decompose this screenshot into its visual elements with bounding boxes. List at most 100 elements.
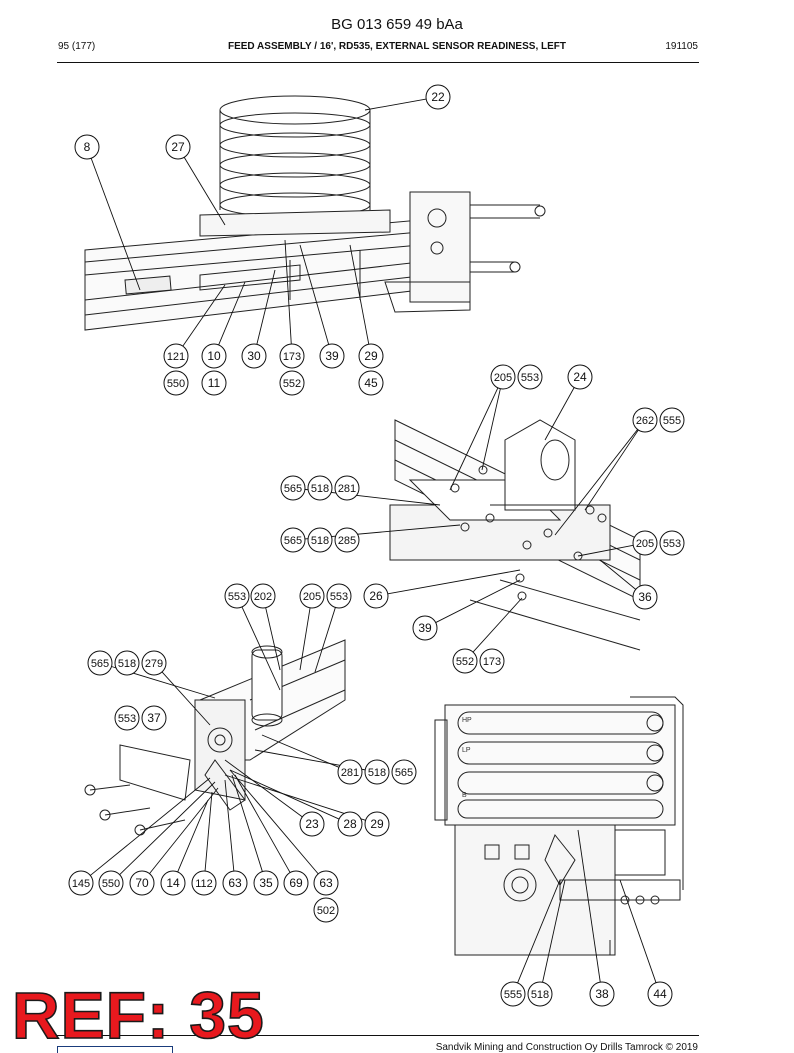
page-number: 95 (177) (58, 41, 96, 52)
callout-279: 279 (141, 650, 167, 676)
leader-line (577, 829, 601, 983)
hp-label: HP (462, 717, 472, 724)
callout-63: 63 (222, 870, 248, 896)
callout-44: 44 (647, 981, 673, 1007)
callout-circle (358, 343, 384, 369)
callout-number: 69 (289, 876, 303, 890)
callout-number: 10 (207, 349, 221, 363)
company-logo (57, 1046, 173, 1053)
callout-26: 26 (363, 583, 389, 609)
callout-number: 279 (145, 658, 163, 670)
callout-550: 550 (98, 870, 124, 896)
callout-37: 37 (141, 705, 167, 731)
leader-line (177, 799, 209, 873)
callout-circle (241, 343, 267, 369)
callout-27: 27 (165, 134, 191, 160)
callout-number: 553 (663, 538, 681, 550)
leader-line (224, 759, 303, 818)
callout-circle (391, 759, 417, 785)
callout-number: 555 (504, 989, 522, 1001)
callout-28: 28 (337, 811, 363, 837)
callout-circle (425, 84, 451, 110)
callout-circle (250, 583, 276, 609)
callout-number: 23 (305, 817, 319, 831)
callout-circle (490, 364, 516, 390)
callout-circle (191, 870, 217, 896)
leader-line (299, 607, 311, 671)
leader-line (517, 879, 561, 984)
callout-number: 565 (395, 767, 413, 779)
callout-45: 45 (358, 370, 384, 396)
callout-10: 10 (201, 343, 227, 369)
valve-block (434, 696, 684, 956)
leader-line (619, 879, 657, 983)
callout-circle (363, 583, 389, 609)
callout-11: 11 (201, 370, 227, 396)
callout-number: 24 (573, 370, 587, 384)
callout-circle (201, 343, 227, 369)
leader-line (481, 388, 501, 471)
callout-number: 173 (283, 351, 301, 363)
callout-number: 35 (259, 876, 273, 890)
callout-281: 281 (337, 759, 363, 785)
reference-stamp: REF: 35 (11, 978, 265, 1052)
leader-line (234, 774, 291, 873)
callout-circle (279, 370, 305, 396)
callout-circle (659, 530, 685, 556)
callout-29: 29 (364, 811, 390, 837)
leader-line (599, 559, 637, 590)
leader-lines (90, 98, 657, 984)
callout-number: 112 (195, 878, 213, 890)
callout-number: 202 (254, 591, 272, 603)
lp-label: LP (462, 747, 471, 754)
footer-rule (57, 1035, 699, 1036)
callout-518: 518 (307, 527, 333, 553)
callout-circle (141, 705, 167, 731)
callout-number: 285 (338, 535, 356, 547)
callout-550: 550 (163, 370, 189, 396)
callout-circle (632, 584, 658, 610)
callout-number: 205 (636, 538, 654, 550)
callout-circle (280, 527, 306, 553)
callout-173: 173 (479, 648, 505, 674)
callout-35: 35 (253, 870, 279, 896)
callout-number: 205 (494, 372, 512, 384)
callout-202: 202 (250, 583, 276, 609)
callout-circle (313, 870, 339, 896)
callout-circle (141, 650, 167, 676)
callout-circle (647, 981, 673, 1007)
callout-circle (479, 648, 505, 674)
callout-number: 63 (319, 876, 333, 890)
header-rule (57, 62, 699, 63)
callout-number: 29 (370, 817, 384, 831)
callout-circle (253, 870, 279, 896)
leader-line (542, 879, 566, 983)
callout-number: 518 (531, 989, 549, 1001)
callout-29: 29 (358, 343, 384, 369)
callout-553: 553 (659, 530, 685, 556)
callout-circle (201, 370, 227, 396)
callout-circle (364, 759, 390, 785)
leader-line (364, 98, 427, 111)
callout-145: 145 (68, 870, 94, 896)
leader-line (204, 791, 213, 872)
leader-line (161, 671, 211, 726)
callout-number: 37 (147, 711, 161, 725)
callout-circle (68, 870, 94, 896)
motor-block (384, 191, 546, 313)
bolt-heads-middle (450, 465, 607, 601)
callout-553: 553 (114, 705, 140, 731)
callout-number: 27 (171, 140, 185, 154)
callout-565: 565 (391, 759, 417, 785)
callout-565: 565 (87, 650, 113, 676)
callout-553: 553 (326, 583, 352, 609)
callout-number: 555 (663, 415, 681, 427)
leader-line (224, 774, 366, 821)
leader-line (472, 597, 523, 653)
callout-number: 145 (72, 878, 90, 890)
callout-number: 30 (247, 349, 261, 363)
leader-line (90, 158, 141, 291)
callout-number: 121 (167, 351, 185, 363)
leader-line (90, 777, 211, 876)
